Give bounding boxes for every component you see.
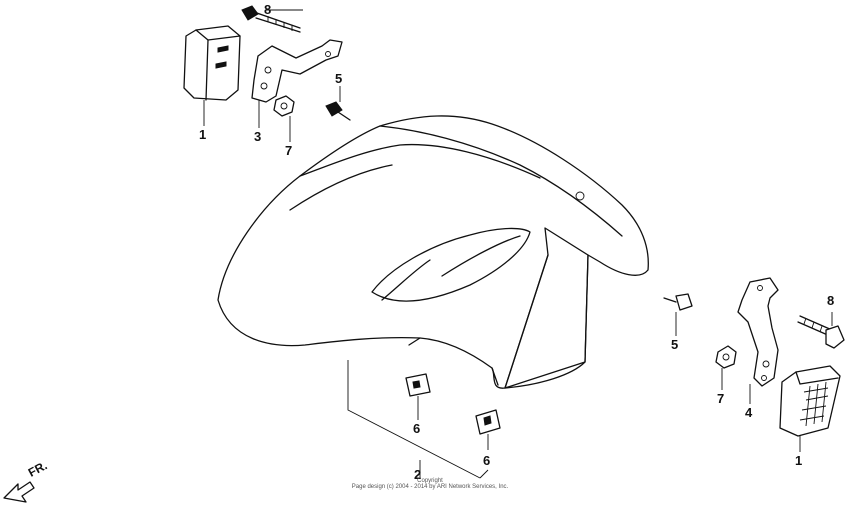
callout-8-right: 8 xyxy=(827,293,835,308)
callout-7-left: 7 xyxy=(285,143,293,158)
callout-1-right: 1 xyxy=(795,453,803,468)
callout-5-right: 5 xyxy=(671,337,679,352)
bolt-left xyxy=(241,5,301,33)
nut-right xyxy=(715,345,737,369)
callout-1-left: 1 xyxy=(199,127,207,142)
callout-8-top: 8 xyxy=(264,2,272,17)
screw-left xyxy=(325,101,351,121)
copyright-line-1: Copyright xyxy=(417,478,443,484)
screw-right xyxy=(663,293,693,311)
stay-bracket-right xyxy=(737,277,779,387)
callout-5-top: 5 xyxy=(335,71,343,86)
callout-2: 2 xyxy=(414,467,422,482)
clip-nut-left xyxy=(405,373,431,397)
callout-6-left: 6 xyxy=(413,421,421,436)
front-fender xyxy=(217,115,649,389)
callout-6-right: 6 xyxy=(483,453,491,468)
bolt-right xyxy=(797,315,845,349)
callout-3: 3 xyxy=(254,129,262,144)
stay-bracket-left xyxy=(251,39,343,103)
reflector-right xyxy=(779,365,841,437)
reflector-left xyxy=(183,25,241,101)
front-direction-arrow-icon xyxy=(3,481,35,503)
copyright-notice: Copyright Page design (c) 2004 - 2014 by… xyxy=(330,478,530,490)
leader-lines xyxy=(203,9,833,479)
clip-nut-right xyxy=(475,409,501,435)
callout-4: 4 xyxy=(745,405,753,420)
nut-left xyxy=(273,95,295,117)
callout-7-right: 7 xyxy=(717,391,725,406)
copyright-line-2: Page design (c) 2004 - 2014 by ARI Netwo… xyxy=(351,484,509,490)
